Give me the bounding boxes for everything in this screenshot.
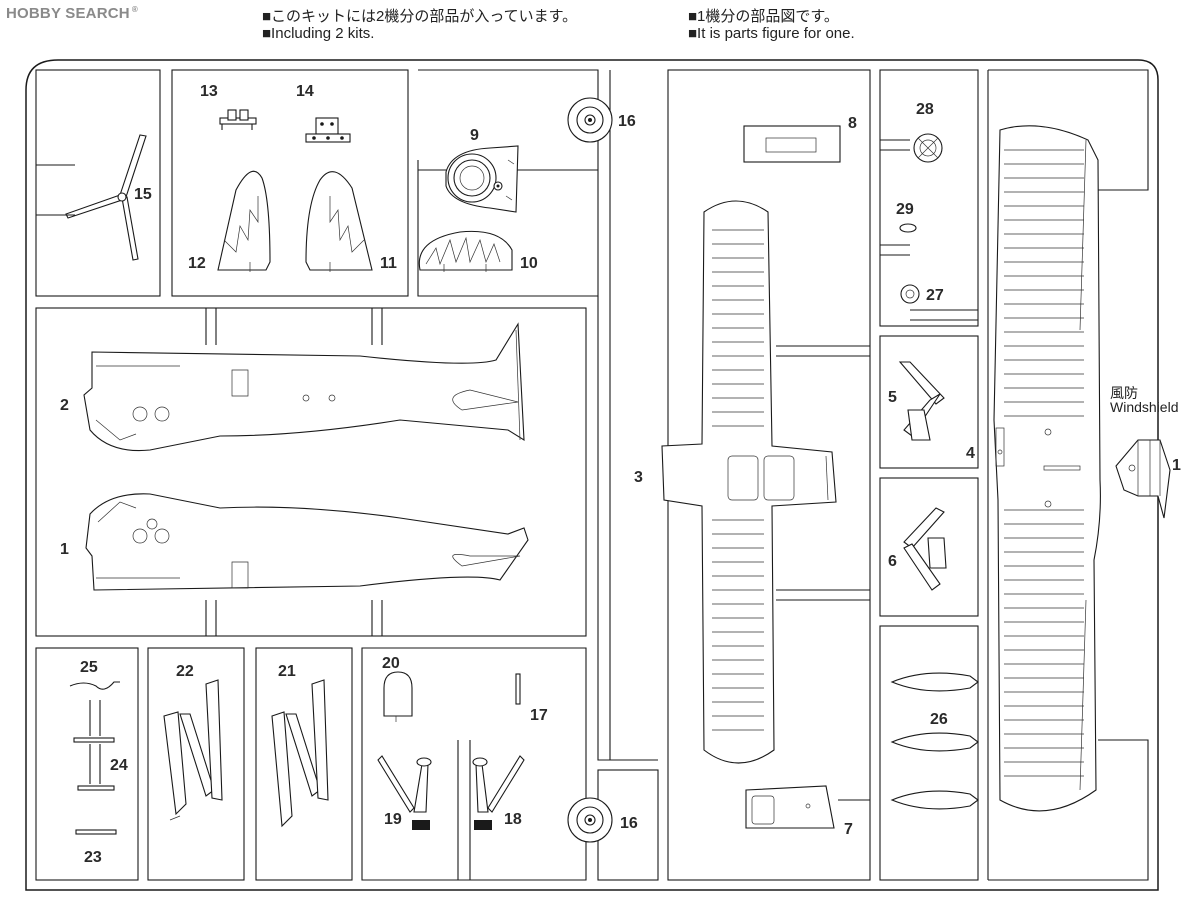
part-11-fin bbox=[305, 171, 373, 272]
label-part-18: 18 bbox=[504, 811, 522, 828]
part-number-labels: 13 14 15 12 11 9 10 16 8 28 29 27 2 1 3 … bbox=[60, 83, 1181, 866]
label-part-22: 22 bbox=[176, 663, 194, 680]
part-15-propeller bbox=[65, 134, 147, 261]
part-5-struts bbox=[898, 361, 945, 441]
part-26-bombs bbox=[890, 672, 979, 810]
label-part-3: 3 bbox=[634, 469, 643, 486]
part-4-upper-wing bbox=[993, 125, 1101, 812]
label-part-13: 13 bbox=[200, 83, 218, 100]
note-kit-count: ■このキットには2機分の部品が入っています。 ■Including 2 kits… bbox=[262, 8, 577, 42]
part-16-wheel-bottom bbox=[567, 797, 613, 843]
label-part-4: 4 bbox=[966, 445, 975, 462]
label-part-11: 11 bbox=[380, 255, 397, 272]
label-part-7: 7 bbox=[844, 821, 853, 838]
note-kit-count-en: ■Including 2 kits. bbox=[262, 25, 375, 42]
note-parts-figure-en: ■It is parts figure for one. bbox=[688, 25, 855, 42]
part-27 bbox=[900, 284, 920, 304]
part-13 bbox=[219, 109, 257, 130]
part-28 bbox=[913, 133, 943, 163]
part-2-fuselage-half bbox=[83, 322, 525, 452]
label-part-23: 23 bbox=[84, 849, 102, 866]
label-part-9: 9 bbox=[470, 127, 479, 144]
part-1-windshield bbox=[1115, 439, 1171, 519]
watermark-reg-mark: ® bbox=[131, 5, 138, 14]
part-17 bbox=[515, 673, 521, 705]
watermark-logo: HOBBY SEARCH® bbox=[6, 5, 138, 22]
part-3-lower-wing bbox=[661, 200, 837, 764]
label-part-17: 17 bbox=[530, 707, 548, 724]
windshield-label: 風防 Windshield bbox=[1110, 385, 1178, 415]
part-23 bbox=[75, 829, 117, 835]
label-part-28: 28 bbox=[916, 101, 934, 118]
part-16-wheel-top bbox=[567, 97, 613, 143]
label-part-14: 14 bbox=[296, 83, 314, 100]
part-22-n-strut bbox=[163, 679, 223, 821]
windshield-label-jp: 風防 bbox=[1110, 385, 1138, 401]
label-part-25: 25 bbox=[80, 659, 98, 676]
part-14 bbox=[305, 117, 351, 143]
part-12-fin bbox=[217, 170, 271, 272]
label-part-2: 2 bbox=[60, 397, 69, 414]
part-19-gear-leg bbox=[377, 755, 432, 830]
sprue-runners bbox=[35, 69, 1149, 881]
part-18-gear-leg bbox=[472, 755, 525, 830]
note-parts-figure-jp: ■1機分の部品図です。 bbox=[688, 8, 839, 25]
part-6-struts bbox=[903, 507, 947, 591]
watermark-text: HOBBY SEARCH bbox=[6, 5, 130, 22]
label-part-19: 19 bbox=[384, 811, 402, 828]
label-part-12: 12 bbox=[188, 255, 206, 272]
label-part-21: 21 bbox=[278, 663, 296, 680]
label-part-27: 27 bbox=[926, 287, 944, 304]
label-part-5: 5 bbox=[888, 389, 897, 406]
part-9-engine-face bbox=[445, 145, 519, 213]
part-10-tailplane bbox=[418, 230, 513, 272]
part-20 bbox=[383, 671, 413, 722]
label-part-8: 8 bbox=[848, 115, 857, 132]
label-part-1-windshield: 1 bbox=[1172, 457, 1181, 474]
label-part-16-top: 16 bbox=[618, 113, 636, 130]
part-7 bbox=[745, 785, 835, 829]
note-kit-count-jp: ■このキットには2機分の部品が入っています。 bbox=[262, 8, 578, 25]
windshield-label-en: Windshield bbox=[1110, 399, 1178, 415]
part-29 bbox=[899, 223, 917, 233]
part-21-n-strut bbox=[271, 679, 329, 828]
part-8 bbox=[743, 125, 841, 163]
label-part-6: 6 bbox=[888, 553, 897, 570]
sprue-frame bbox=[25, 59, 1159, 891]
label-part-29: 29 bbox=[896, 201, 914, 218]
label-part-15: 15 bbox=[134, 186, 152, 203]
label-part-16-bottom: 16 bbox=[620, 815, 638, 832]
part-1-fuselage-half bbox=[85, 493, 529, 591]
label-part-26: 26 bbox=[930, 711, 948, 728]
label-part-1-fuselage: 1 bbox=[60, 541, 69, 558]
label-part-24: 24 bbox=[110, 757, 128, 774]
label-part-10: 10 bbox=[520, 255, 538, 272]
label-part-20: 20 bbox=[382, 655, 400, 672]
note-parts-figure: ■1機分の部品図です。 ■It is parts figure for one. bbox=[688, 8, 855, 42]
part-25 bbox=[69, 681, 120, 690]
part-24 bbox=[73, 700, 115, 791]
